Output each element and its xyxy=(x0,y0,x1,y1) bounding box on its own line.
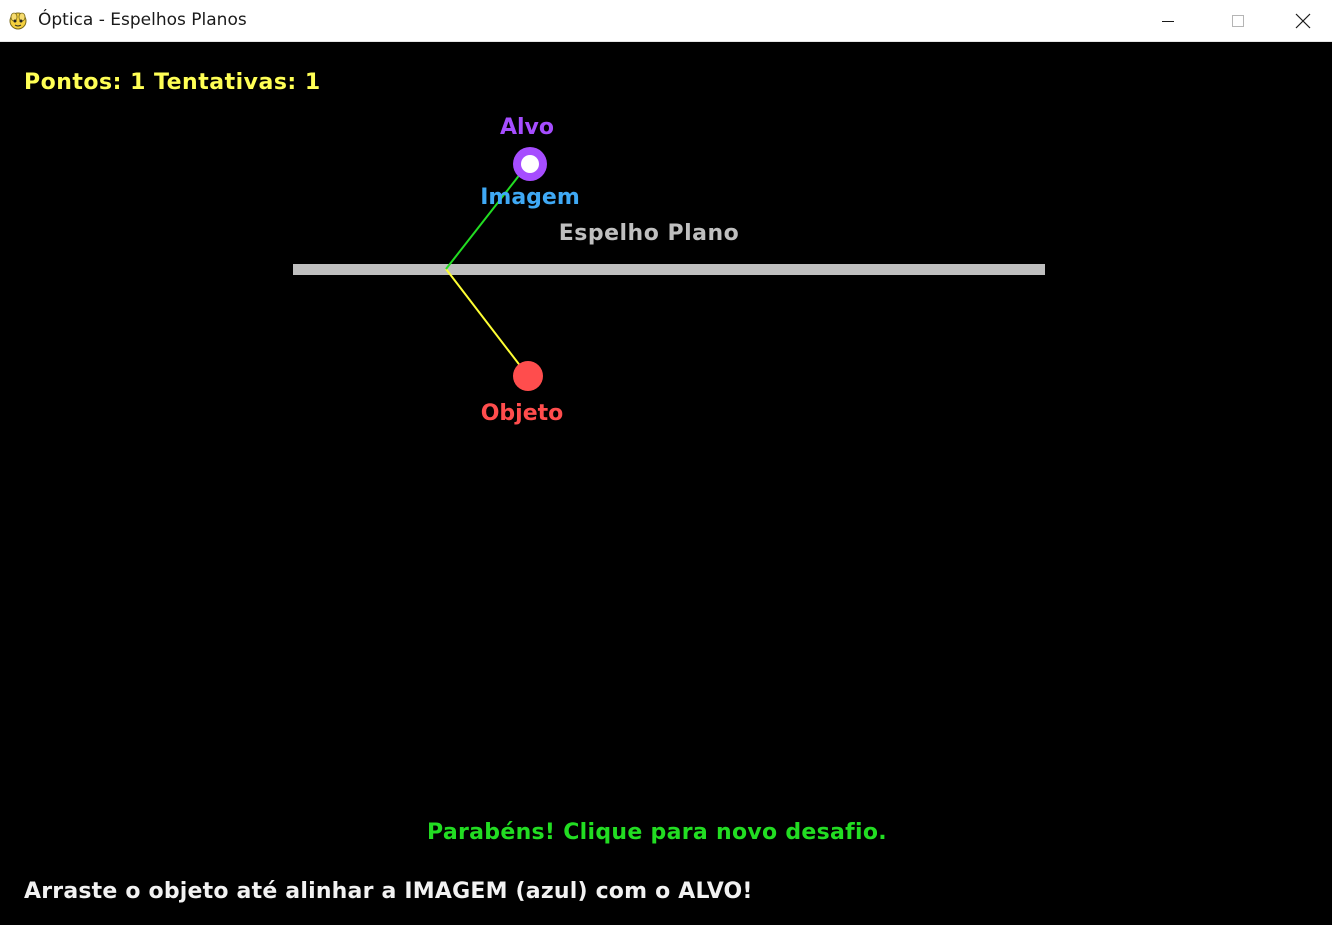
game-canvas[interactable]: Pontos: 1 Tentativas: 1 Alvo Imagem Espe… xyxy=(0,42,1332,925)
minimize-button[interactable] xyxy=(1133,0,1203,41)
reflected-ray xyxy=(445,163,529,270)
maximize-icon xyxy=(1232,14,1244,27)
score-display: Pontos: 1 Tentativas: 1 xyxy=(24,70,321,95)
image-label: Imagem xyxy=(480,185,580,210)
success-message: Parabéns! Clique para novo desafio. xyxy=(427,820,887,845)
mirror-label: Espelho Plano xyxy=(558,221,740,246)
object-draggable[interactable] xyxy=(513,361,543,391)
maximize-button[interactable] xyxy=(1203,0,1273,41)
close-icon xyxy=(1295,13,1310,28)
image-point xyxy=(521,155,539,173)
object-label: Objeto xyxy=(480,401,564,426)
close-button[interactable] xyxy=(1273,0,1332,41)
optics-scene xyxy=(293,147,1045,391)
plane-mirror xyxy=(293,264,1045,275)
target-label: Alvo xyxy=(499,115,555,140)
pygame-snake-icon xyxy=(9,12,27,30)
title-bar[interactable]: Óptica - Espelhos Planos xyxy=(0,0,1332,42)
minimize-icon xyxy=(1162,20,1174,22)
incident-ray xyxy=(445,268,529,377)
window-title: Óptica - Espelhos Planos xyxy=(38,10,247,30)
instruction-text: Arraste o objeto até alinhar a IMAGEM (a… xyxy=(24,879,753,904)
